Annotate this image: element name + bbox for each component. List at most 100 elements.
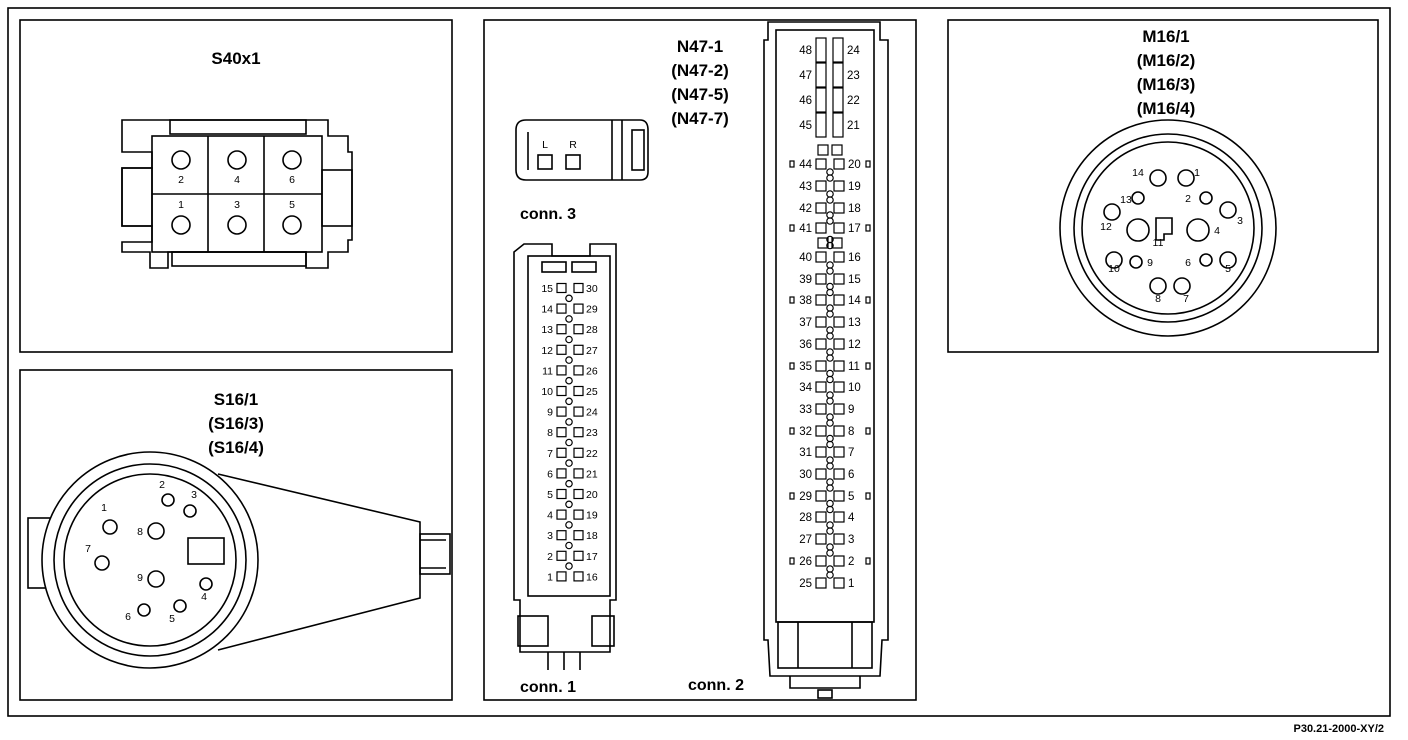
- conn1-pin-right: [573, 324, 584, 335]
- n47-title-3: (N47-5): [671, 85, 729, 104]
- conn2-pin-label-right: 3: [848, 534, 854, 546]
- conn2-pin-left: [815, 338, 827, 350]
- conn1-pin-label-left: 15: [541, 283, 553, 295]
- conn1-pin-label-right: 18: [586, 530, 598, 542]
- conn2-pin-label-left: 45: [799, 120, 812, 132]
- conn2-pin-right: [833, 294, 845, 306]
- conn2-pin-right: [833, 273, 845, 285]
- conn2-pin-label-right: 22: [847, 95, 860, 107]
- conn2-tab: [865, 362, 871, 370]
- s16-pin: [183, 504, 197, 518]
- conn2-tab: [789, 362, 795, 370]
- conn1-pin-left: [556, 406, 567, 417]
- s16-pin-label: 2: [159, 479, 165, 491]
- conn2-via: [826, 196, 834, 204]
- conn1-via: [565, 397, 573, 406]
- conn1-pin-right: [573, 509, 584, 520]
- conn3-label: conn. 3: [520, 206, 576, 223]
- m16-pin-label: 7: [1183, 293, 1189, 305]
- conn1-via: [565, 315, 573, 323]
- conn2-pin-left: [815, 294, 827, 306]
- conn2-pin-label-left: 43: [799, 181, 812, 193]
- m16-pin: [1219, 201, 1237, 219]
- conn2-pin-left: [815, 222, 827, 234]
- s16-pin-label: 1: [101, 502, 107, 514]
- s16-pin-label: 5: [169, 613, 175, 625]
- conn2-via: [826, 419, 834, 427]
- conn2-pin-label-left: 25: [799, 578, 812, 590]
- conn1-pin-right: [573, 571, 584, 582]
- conn2-pin-right: [833, 577, 845, 589]
- m16-pin-label: 14: [1132, 167, 1144, 179]
- conn2-pin-tall: [815, 62, 827, 88]
- conn2-via: [826, 440, 834, 449]
- conn2-pin-label-left: 29: [799, 491, 812, 503]
- s40x1-pin-label: 5: [289, 199, 295, 211]
- conn2-pin-label-right: 2: [848, 556, 854, 568]
- conn1-pin-right: [573, 447, 584, 458]
- conn1-via: [565, 541, 573, 550]
- m16-pin-label: 10: [1108, 263, 1120, 275]
- conn1-pin-left: [556, 324, 567, 335]
- m16-pin: [1219, 251, 1237, 269]
- m16-pin-label: 1: [1194, 167, 1200, 179]
- conn1-pin-label-left: 11: [542, 365, 553, 377]
- conn1-pin-label-left: 1: [547, 571, 553, 583]
- conn2-pin-right: [833, 158, 845, 170]
- conn2-pin-right: [833, 533, 845, 545]
- conn2-pin-right: [833, 360, 845, 372]
- conn1-pin-label-left: 10: [541, 386, 553, 398]
- m16-pin-label: 2: [1185, 193, 1191, 205]
- conn1-pin-left: [556, 509, 567, 520]
- conn2-pin-label-left: 30: [799, 469, 812, 481]
- conn1-pin-left: [556, 447, 567, 458]
- conn2-via: [826, 375, 834, 384]
- conn1-pin-left: [556, 468, 567, 479]
- s40x1-pin: [227, 150, 247, 170]
- m16-pin: [1103, 203, 1121, 221]
- conn2-pin-left: [815, 180, 827, 192]
- conn1-pin-right: [573, 427, 584, 438]
- conn2-pin-tall: [832, 87, 844, 113]
- conn1-pin-label-right: 27: [586, 345, 598, 357]
- conn1-pin-right: [573, 530, 584, 541]
- conn2-pin-label-right: 8: [848, 426, 854, 438]
- conn3-connector: L R: [515, 119, 649, 181]
- s16-pin: [102, 519, 118, 535]
- conn2-via: [826, 484, 834, 492]
- conn1-pin-right: [573, 488, 584, 500]
- conn2-pin-right: [833, 222, 845, 234]
- m16-title-2: (M16/2): [1137, 51, 1196, 70]
- conn2-pin-label-left: 47: [799, 70, 812, 82]
- conn1-pin-right: [573, 406, 584, 417]
- conn2-pin-left: [815, 251, 827, 263]
- s16-pin-label: 9: [137, 572, 143, 584]
- conn2-pin-right: [833, 316, 845, 328]
- m16-pin: [1186, 218, 1210, 242]
- m16-pin: [1173, 277, 1191, 295]
- conn2-pin-label-right: 16: [848, 252, 861, 264]
- conn2-pin-label-left: 37: [799, 317, 812, 329]
- n47-title-1: N47-1: [677, 37, 723, 56]
- conn1-pin-label-right: 30: [586, 283, 598, 295]
- conn2-tab: [865, 160, 871, 168]
- m16-pin: [1129, 255, 1143, 269]
- conn1-via: [565, 294, 573, 303]
- conn1-pin-label-right: 29: [586, 304, 598, 316]
- conn2-tab: [789, 427, 795, 435]
- conn2-pin-label-left: 44: [799, 159, 812, 171]
- conn2-label: conn. 2: [688, 677, 744, 694]
- conn2-tab: [865, 224, 871, 232]
- conn2-pin-label-left: 39: [799, 274, 812, 286]
- conn1-pin-label-left: 2: [547, 551, 553, 563]
- conn2-pin-right: [833, 511, 845, 523]
- conn2-pin-left: [815, 273, 827, 285]
- conn2-tab: [865, 492, 871, 500]
- conn2-pin-label-left: 27: [799, 534, 812, 546]
- conn2-tab: [865, 296, 871, 304]
- conn2-pin-left: [815, 555, 827, 567]
- s16-pin-label: 7: [85, 543, 91, 555]
- conn2-pin-tall: [815, 87, 827, 113]
